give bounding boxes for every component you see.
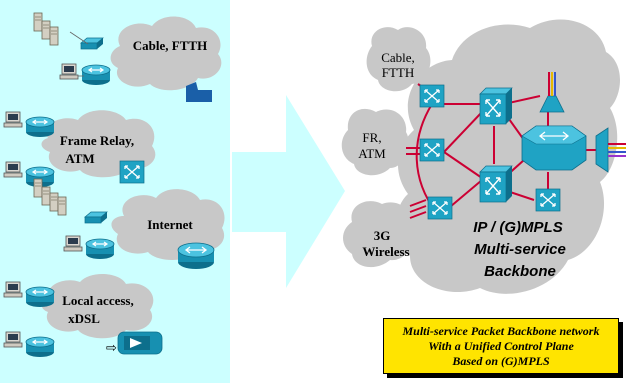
core-router-icon [479, 165, 513, 203]
backbone-router-icon [427, 196, 453, 220]
access-cloud-3g-label-2: Wireless [362, 244, 409, 259]
optical-crossconnect-icon [521, 125, 587, 171]
caption-box: Multi-service Packet Backbone network Wi… [383, 318, 619, 374]
internet-group: Internet [33, 178, 225, 269]
caption-line-3: Based on (G)MPLS [452, 353, 550, 368]
access-cloud-3g [343, 201, 413, 268]
frame-relay-label-1: Frame Relay, [60, 133, 134, 148]
pc-icon [3, 281, 23, 298]
cable-ftth-cloud [110, 16, 222, 91]
optical-mux-right-icon [595, 127, 626, 173]
access-cloud-fr-label-1: FR, [362, 130, 381, 145]
local-access-group: Local access, xDSL ⇨ [3, 273, 163, 358]
backbone-cloud [396, 19, 620, 294]
router-icon [25, 336, 55, 358]
dslam-icon [117, 331, 163, 355]
access-cloud-fr-label-2: ATM [358, 146, 386, 161]
backbone-title-2: Multi-service [474, 241, 566, 258]
access-cloud-3g-label-1: 3G [374, 228, 391, 243]
migration-arrow [232, 95, 345, 288]
frame-relay-group: Frame Relay, ATM [3, 110, 156, 188]
atm-switch-icon [119, 160, 145, 184]
internet-cloud [111, 189, 225, 260]
pc-icon [3, 161, 23, 178]
local-access-label-2: xDSL [68, 311, 100, 326]
core-router-icon [479, 87, 513, 125]
caption-line-2: With a Unified Control Plane [428, 338, 574, 353]
access-cloud-cable-label-2: FTTH [382, 65, 415, 80]
optical-mux-top-icon [539, 72, 565, 113]
pc-icon [3, 331, 23, 348]
backbone-router-icon [419, 138, 445, 162]
caption-line-1: Multi-service Packet Backbone network [402, 323, 600, 338]
internet-label: Internet [147, 217, 193, 232]
cable-ftth-label: Cable, FTTH [133, 38, 207, 53]
backbone-title-3: Backbone [484, 263, 556, 280]
access-cloud-cable-label-1: Cable, [381, 50, 415, 65]
backbone-router-icon [419, 84, 445, 108]
pc-icon [3, 111, 23, 128]
router-icon [25, 286, 55, 308]
router-icon [85, 238, 115, 260]
router-icon [81, 64, 111, 86]
router-icon [25, 116, 55, 138]
frame-relay-label-2: ATM [65, 151, 94, 166]
access-cloud-fr [341, 108, 409, 176]
cable-ftth-group: Cable, FTTH [33, 12, 222, 102]
backbone-router-icon [535, 188, 561, 212]
local-access-label-1: Local access, [62, 293, 133, 308]
pc-icon [59, 63, 79, 80]
pc-icon [63, 235, 83, 252]
connector-glyph: ⇨ [106, 340, 117, 355]
backbone-title-1: IP / (G)MPLS [473, 219, 562, 236]
fiber-node-icon [186, 82, 212, 102]
internet-router-icon [177, 242, 215, 269]
access-cloud-cable [366, 27, 431, 92]
frame-relay-cloud [41, 110, 156, 178]
local-access-cloud [42, 273, 154, 339]
